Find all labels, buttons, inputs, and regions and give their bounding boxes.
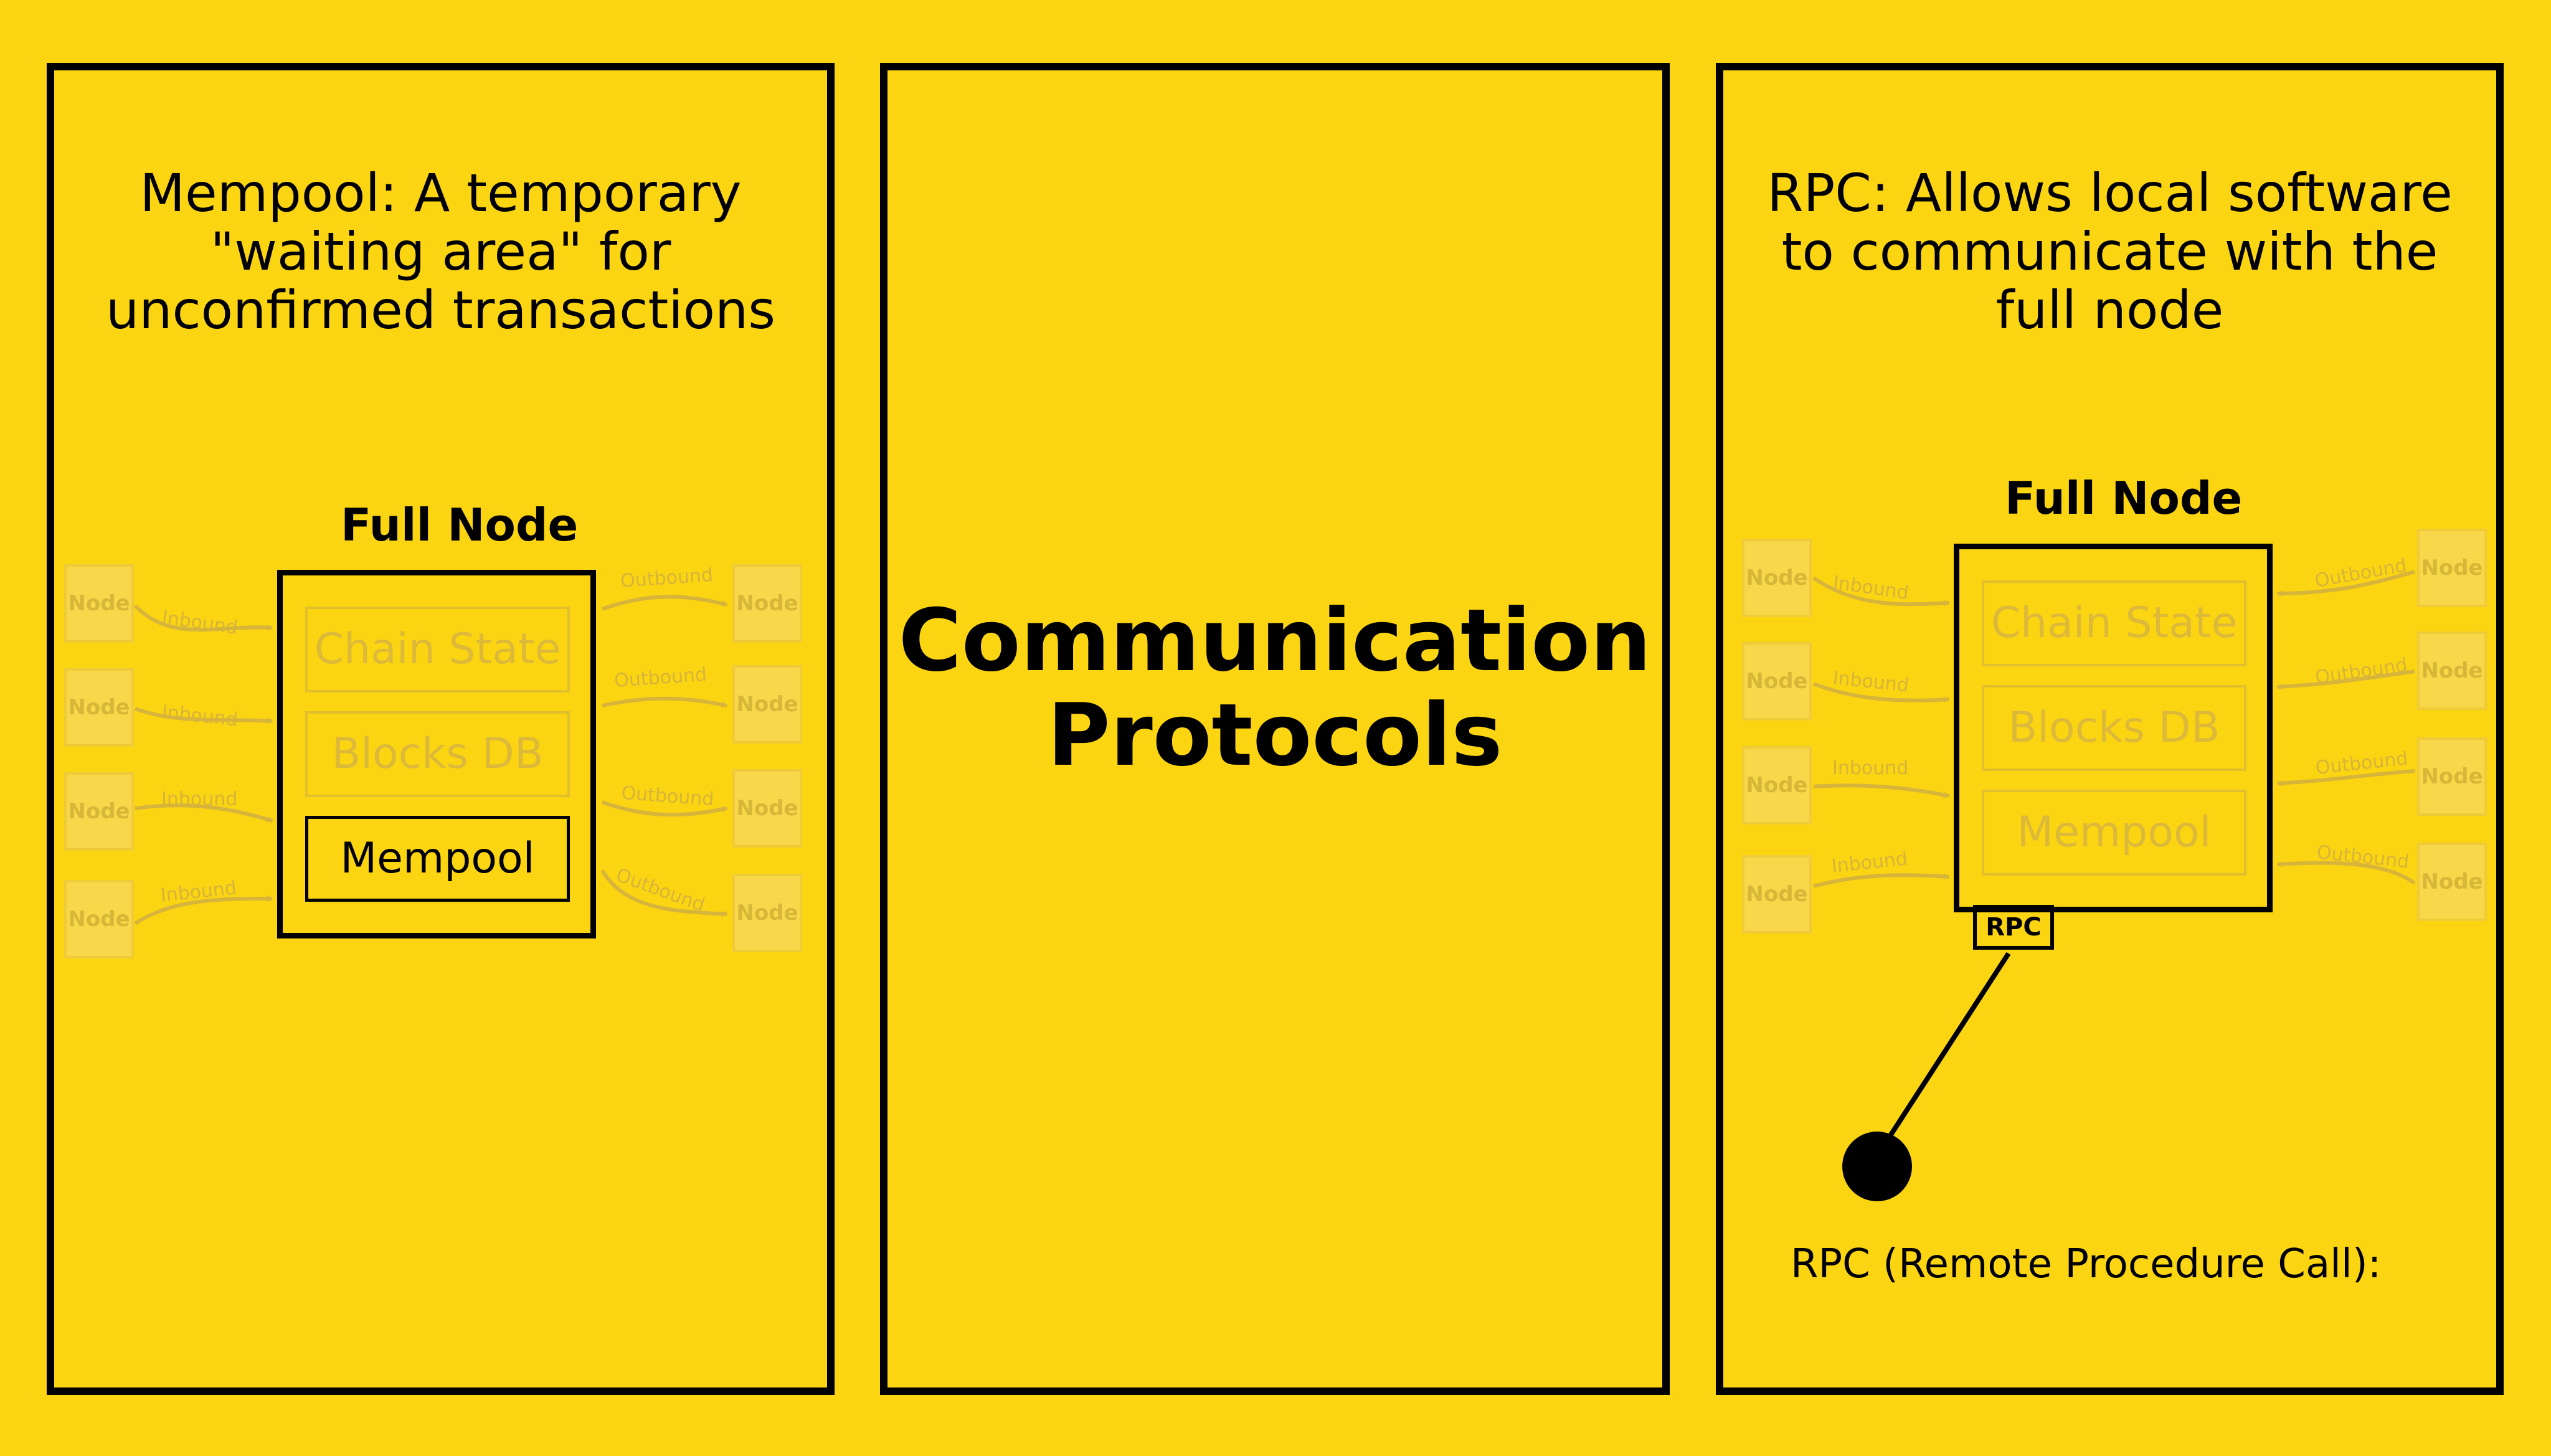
inbound-label: Inbound [161,607,239,639]
peer-node: Node [1742,746,1812,825]
inbound-arrow [1813,783,1950,798]
panel-mempool: Mempool: A temporary "waiting area" for … [47,63,835,1395]
inbound-arrow [1813,873,1950,888]
blocks-db-box: Blocks DB [305,711,570,797]
rpc-port: RPC [1973,905,2054,950]
mempool-box: Mempool [1982,790,2246,876]
outbound-arrow [2276,769,2415,787]
outbound-arrow [602,696,728,708]
peer-node: Node [732,769,802,848]
peer-node: Node [64,772,134,851]
outbound-label: Outbound [2314,655,2408,689]
chain-state-box: Chain State [1982,580,2246,666]
outbound-arrow [600,869,728,917]
inbound-label: Inbound [1832,757,1908,779]
outbound-arrow [601,800,728,817]
caption-line3: full node [1995,280,2224,341]
peer-node: Node [732,665,802,744]
outbound-label: Outbound [2316,841,2410,872]
peer-node: Node [2417,631,2487,710]
caption-line2: "waiting area" for [210,221,671,282]
peer-node: Node [1742,642,1812,721]
peer-node: Node [64,880,134,958]
caption-line1: A temporary [397,163,742,224]
title-line1: Communication [898,590,1652,691]
chain-state-box: Chain State [305,607,570,693]
peer-node: Node [64,668,134,747]
inbound-arrow [133,604,273,632]
inbound-label: Inbound [161,788,237,810]
peer-node: Node [732,564,802,643]
outbound-arrow [2276,669,2415,690]
inbound-arrow [1812,682,1950,703]
mempool-box: Mempool [305,816,570,902]
inbound-arrow [134,896,273,925]
outbound-arrow [601,595,728,611]
outbound-label: Outbound [620,564,714,592]
full-node-box: Chain State Blocks DB Mempool [1954,544,2273,912]
full-node-title: Full Node [341,499,579,551]
peer-node: Node [1742,539,1812,617]
caption-lead: Mempool: [140,163,398,224]
peer-node: Node [1742,855,1812,934]
outbound-label: Outbound [620,782,714,810]
rpc-client-dot [1842,1132,1912,1201]
inbound-arrow [1812,576,1950,607]
outbound-arrow [2276,570,2415,597]
inbound-label: Inbound [161,701,239,731]
inbound-label: Inbound [1830,848,1908,877]
rpc-caption: RPC: Allows local software to communicat… [1723,164,2496,339]
outbound-label: Outbound [613,664,708,692]
peer-node: Node [64,564,134,643]
caption-line3: unconfirmed transactions [105,280,776,341]
panel-title: Communication Protocols [880,63,1670,1395]
left-connections: Inbound Inbound Inbound Inbound Outbound… [133,564,728,925]
mempool-caption: Mempool: A temporary "waiting area" for … [54,164,827,339]
inbound-label: Inbound [159,877,237,907]
panel-rpc: RPC: Allows local software to communicat… [1716,63,2504,1395]
caption-line1: RPC: Allows local software [1767,163,2453,224]
inbound-arrow [134,707,273,724]
peer-node: Node [2417,529,2487,607]
rpc-footer: RPC (Remote Procedure Call): [1791,1241,2382,1287]
right-connections: Inbound Inbound Inbound Inbound Outbound… [1812,555,2416,1201]
outbound-arrow [2276,861,2416,885]
inbound-arrow [135,803,273,823]
peer-node: Node [2417,737,2487,816]
blocks-db-box: Blocks DB [1982,685,2246,771]
caption-line2: to communicate with the [1781,221,2438,282]
title-line2: Protocols [1047,685,1503,785]
section-title: Communication Protocols [887,593,1662,783]
rpc-connector [1884,952,2011,1143]
peer-node: Node [2417,843,2487,921]
peer-node: Node [732,874,802,952]
full-node-box: Chain State Blocks DB Mempool [277,570,596,938]
full-node-title: Full Node [2005,472,2243,524]
